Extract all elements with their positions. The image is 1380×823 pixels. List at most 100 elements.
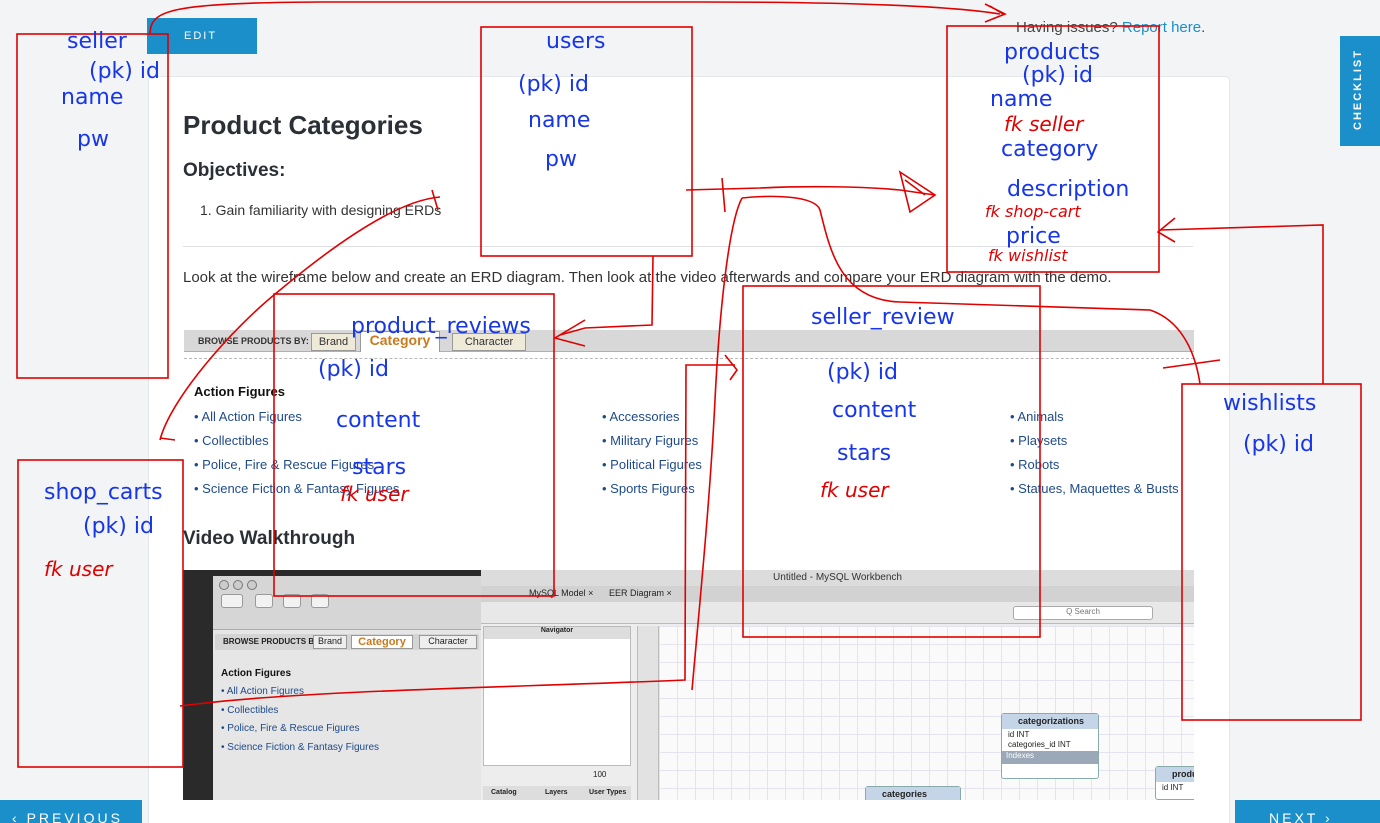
next-label: NEXT (1269, 810, 1319, 823)
anno-products-category: category (1001, 137, 1099, 162)
zoom-out-icon (255, 594, 273, 608)
anno-product-reviews-content: content (336, 408, 421, 433)
window-dot (233, 580, 243, 590)
anno-products-title: products (1004, 40, 1101, 65)
video-list-item: • Police, Fire & Rescue Figures (221, 723, 360, 734)
zoom-in-icon (283, 594, 301, 608)
anno-products-description: description (1007, 177, 1130, 202)
table-categories: categories (865, 786, 961, 800)
report-link[interactable]: Report here (1121, 19, 1202, 36)
anno-shop-carts-pk: (pk) id (83, 514, 154, 539)
list-item: • Police, Fire & Rescue Figures (194, 457, 375, 472)
page-title: Product Categories (183, 110, 423, 140)
anno-seller-pw: pw (77, 127, 109, 152)
list-item: • Collectibles (194, 433, 269, 448)
video-list-item: • Collectibles (221, 705, 279, 716)
anno-product-reviews-title: product_reviews (351, 314, 531, 339)
table-indexes: Indexes (1002, 751, 1098, 764)
video-list-item: • Science Fiction & Fantasy Figures (221, 742, 380, 753)
workbench-toolbar: Q Search (481, 602, 1194, 624)
anno-seller-review-title: seller_review (811, 305, 955, 330)
eer-canvas: categorizations id INT categories_id INT… (659, 626, 1194, 800)
next-button[interactable]: NEXT › (1235, 800, 1380, 823)
browse-label: BROWSE PRODUCTS BY: (198, 336, 309, 346)
anno-products-pk: (pk) id (1022, 63, 1093, 88)
anno-products-fk-shopcart: fk shop-cart (985, 202, 1081, 221)
window-dot (247, 580, 257, 590)
tab-eer-diagram: EER Diagram × (609, 588, 672, 598)
diagram-tools (637, 626, 659, 800)
video-browse-label: BROWSE PRODUCTS BY: (223, 637, 322, 646)
table-field: id INT (1162, 783, 1184, 792)
anno-wishlists-title: wishlists (1223, 391, 1317, 416)
browser-toolbar (213, 576, 481, 630)
workbench-tabs: MySQL Model × EER Diagram × (481, 586, 1194, 602)
workbench-search: Q Search (1013, 606, 1153, 620)
list-item: • Animals (1010, 409, 1064, 424)
tab-brand: Brand (311, 333, 356, 351)
anno-seller-pk: (pk) id (89, 59, 160, 84)
list-item: • Accessories (602, 409, 680, 424)
checklist-tab[interactable]: CHECKLIST (1340, 36, 1380, 146)
anno-products-name: name (990, 87, 1053, 112)
checklist-label: CHECKLIST (1352, 49, 1364, 130)
table-field: categories_id INT (1008, 740, 1071, 749)
anno-seller-review-pk: (pk) id (827, 360, 898, 385)
zoom-value: 100 (593, 770, 607, 779)
video-browser-window: BROWSE PRODUCTS BY: Brand Category Chara… (213, 576, 481, 800)
objective-item: 1. Gain familiarity with designing ERDs (200, 202, 442, 218)
workbench-bottom-tabs: Catalog Layers User Types (483, 786, 631, 800)
tab-catalog: Catalog (491, 789, 517, 796)
video-tab-brand: Brand (313, 635, 347, 649)
list-item: • Sports Figures (602, 481, 695, 496)
navigator-panel: Navigator (483, 626, 631, 766)
anno-users-name: name (528, 108, 591, 133)
previous-button[interactable]: ‹ PREVIOUS (0, 800, 142, 823)
workbench-title: Untitled - MySQL Workbench (481, 570, 1194, 586)
anno-shop-carts-title: shop_carts (44, 480, 163, 505)
sidebar-icon (221, 594, 243, 608)
list-item: • Playsets (1010, 433, 1068, 448)
table-field: id INT (1008, 730, 1030, 739)
anno-seller-title: seller (67, 29, 127, 54)
issues-text: Having issues? (1016, 19, 1118, 36)
instructions-paragraph: Look at the wireframe below and create a… (183, 269, 1112, 286)
anno-seller-name: name (61, 85, 124, 110)
objectives-heading: Objectives: (183, 160, 286, 181)
video-player[interactable]: BROWSE PRODUCTS BY: Brand Category Chara… (183, 570, 1194, 800)
anno-users-title: users (546, 29, 606, 54)
anno-users-pk: (pk) id (518, 72, 589, 97)
browse-bar: BROWSE PRODUCTS BY: Brand Category Chara… (184, 330, 1194, 352)
section-title: Action Figures (194, 384, 286, 399)
anno-products-fk-seller: fk seller (1004, 112, 1084, 136)
table-categorizations: categorizations id INT categories_id INT… (1001, 713, 1099, 779)
list-item: • Statues, Maquettes & Busts (1010, 481, 1179, 496)
window-dot (219, 580, 229, 590)
list-item: • Political Figures (602, 457, 702, 472)
anno-seller-review-fk: fk user (820, 478, 889, 502)
anno-product-reviews-fk: fk user (340, 482, 409, 506)
video-section-title: Action Figures (221, 668, 292, 679)
edit-button[interactable]: EDIT (147, 18, 257, 54)
tab-user-types: User Types (589, 789, 627, 796)
anno-product-reviews-stars: stars (352, 455, 407, 480)
table-products: products id INT (1155, 766, 1194, 800)
anno-products-fk-wishlist: fk wishlist (988, 246, 1068, 265)
anno-shop-carts-fk: fk user (44, 557, 113, 581)
anno-users-pw: pw (545, 147, 577, 172)
table-title: categorizations (1002, 714, 1098, 729)
video-heading: Video Walkthrough (183, 528, 356, 549)
video-browse-bar: BROWSE PRODUCTS BY: Brand Category Chara… (215, 634, 479, 650)
list-item: • Robots (1010, 457, 1060, 472)
anno-seller-review-content: content (832, 398, 917, 423)
anno-wishlists-pk: (pk) id (1243, 432, 1314, 457)
video-list-item: • All Action Figures (221, 686, 304, 697)
issues-notice: Having issues? Report here. (1016, 19, 1205, 36)
zoom-control: 100 (483, 768, 631, 782)
anno-seller-review-stars: stars (837, 441, 892, 466)
arrowhead (984, 3, 1007, 23)
list-item: • Military Figures (602, 433, 699, 448)
workbench-window: Untitled - MySQL Workbench MySQL Model ×… (481, 570, 1194, 800)
navigator-title: Navigator (484, 627, 630, 639)
